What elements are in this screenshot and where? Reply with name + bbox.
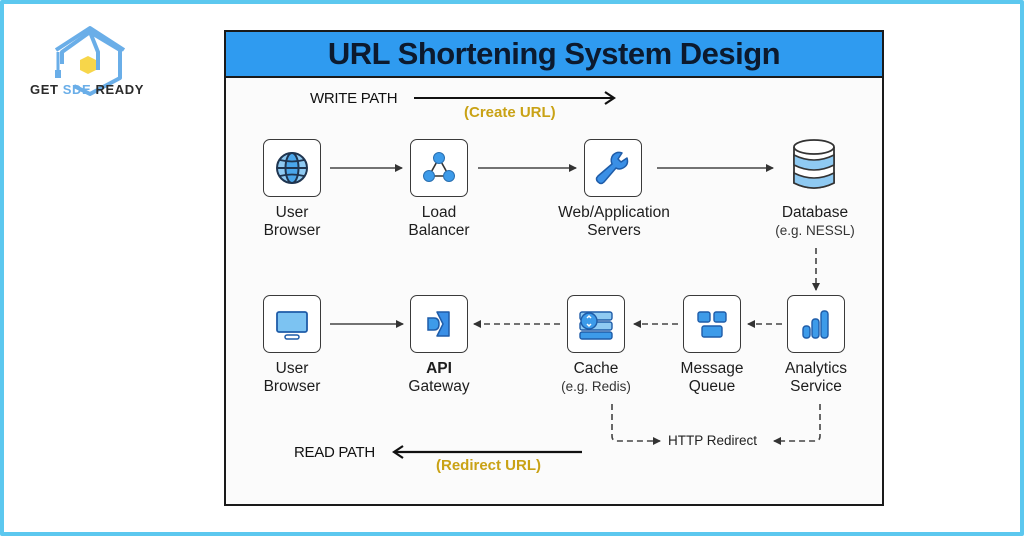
cache-icon (579, 311, 613, 340)
http-redirect-label: HTTP Redirect (668, 433, 758, 448)
database-node[interactable] (785, 136, 843, 194)
http-redirect-right-connector (773, 404, 821, 445)
queue-icon (697, 311, 727, 338)
wrench-icon (595, 151, 629, 185)
load-balancer-node[interactable] (410, 139, 468, 197)
web-app-servers-node[interactable] (584, 139, 642, 197)
api-gateway-node[interactable] (410, 295, 468, 353)
user-browser-bottom-node[interactable] (263, 295, 321, 353)
database-sublabel: (e.g. NESSL) (775, 223, 855, 238)
gateway-icon (427, 311, 450, 337)
cache-node[interactable] (567, 295, 625, 353)
monitor-icon (276, 311, 308, 340)
http-redirect-left-connector (611, 404, 661, 445)
analytics-service-node[interactable] (787, 295, 845, 353)
write-path-sublabel: (Create URL) (464, 104, 556, 121)
bar-chart-icon (802, 310, 829, 339)
network-icon (423, 152, 455, 182)
brand-logo-icon (54, 26, 126, 96)
message-queue-node[interactable] (683, 295, 741, 353)
globe-icon (276, 152, 308, 184)
title-bar: URL Shortening System Design (226, 32, 882, 78)
write-path-label: WRITE PATH (310, 90, 398, 107)
database-label: Database (e.g. NESSL) (735, 204, 895, 240)
cache-label: Cache (e.g. Redis) (516, 360, 676, 396)
database-icon (793, 139, 835, 189)
diagram-frame: URL Shortening System Design (224, 30, 884, 506)
diagram-title: URL Shortening System Design (327, 36, 781, 71)
read-path-label: READ PATH (294, 444, 375, 461)
cache-sublabel: (e.g. Redis) (561, 379, 631, 394)
read-path-sublabel: (Redirect URL) (436, 457, 542, 474)
brand-name: GET SDE READY (30, 82, 144, 97)
user-browser-top-node[interactable] (263, 139, 321, 197)
